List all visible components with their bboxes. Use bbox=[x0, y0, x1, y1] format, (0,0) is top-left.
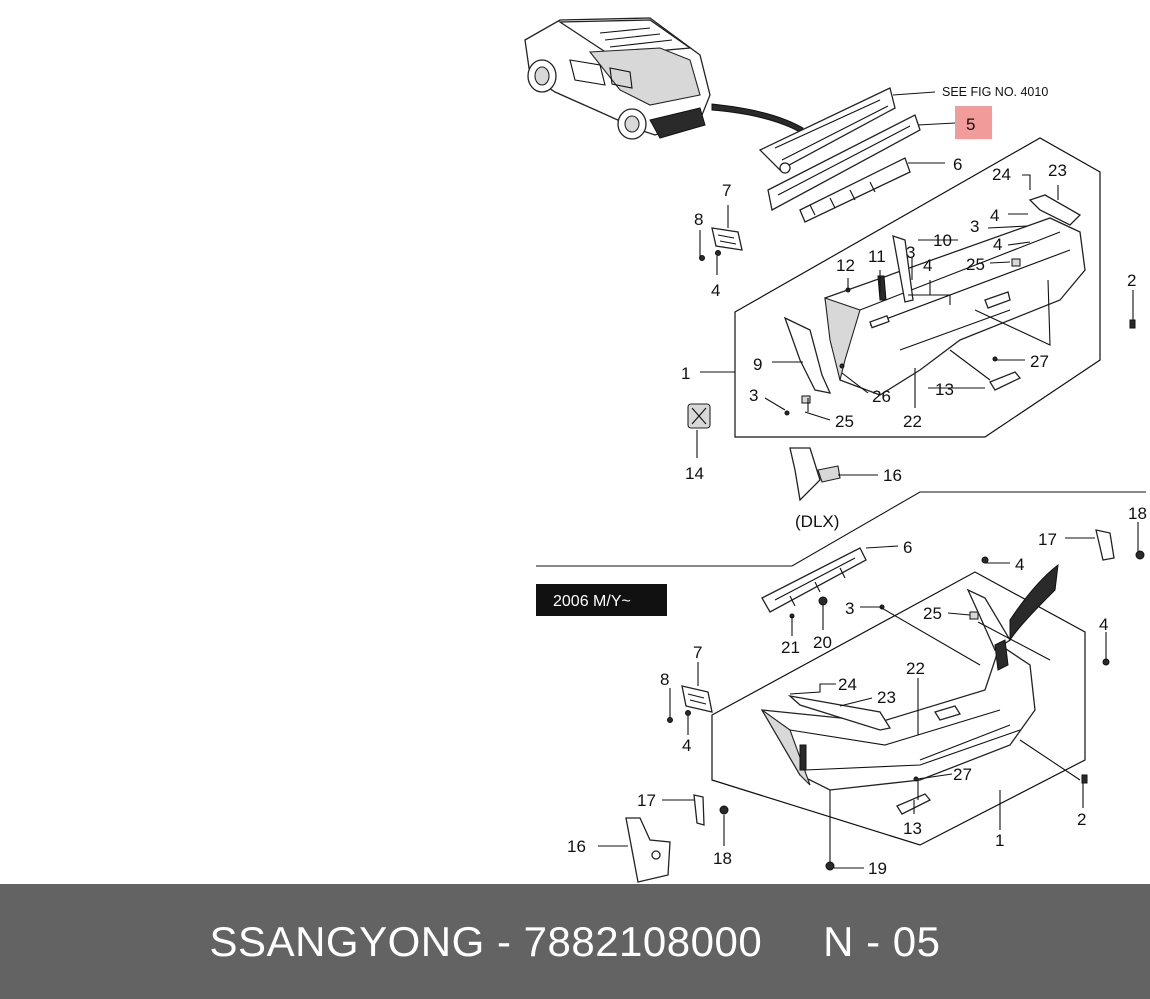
footer-page-code: N - 05 bbox=[823, 917, 941, 965]
callout: 25 bbox=[923, 604, 942, 623]
callout-highlight: 5 bbox=[966, 115, 975, 134]
callout: 1 bbox=[681, 364, 690, 383]
callout: 7 bbox=[693, 643, 702, 662]
callout: 6 bbox=[903, 538, 912, 557]
callout: 18 bbox=[713, 849, 732, 868]
callout: 10 bbox=[933, 231, 952, 250]
variant-label-2006: 2006 M/Y~ bbox=[553, 593, 631, 610]
variant-label-dlx: (DLX) bbox=[795, 512, 839, 531]
callout: 22 bbox=[903, 412, 922, 431]
callout: 17 bbox=[637, 791, 656, 810]
callout: 6 bbox=[953, 155, 962, 174]
callout: 4 bbox=[682, 736, 691, 755]
reflector-13 bbox=[989, 371, 1022, 391]
callout: 4 bbox=[1099, 615, 1108, 634]
callout: 27 bbox=[1030, 352, 1049, 371]
callout: 3 bbox=[749, 386, 758, 405]
footer-banner: SSANGYONG - 7882108000 N - 05 bbox=[0, 884, 1150, 999]
callout: 27 bbox=[953, 765, 972, 784]
callout: 24 bbox=[992, 165, 1011, 184]
callout: 1 bbox=[995, 831, 1004, 850]
footer-part-number: 7882108000 bbox=[523, 917, 763, 965]
callout: 4 bbox=[923, 256, 932, 275]
callout: 8 bbox=[660, 670, 669, 689]
callout: 4 bbox=[990, 206, 999, 225]
callout: 23 bbox=[1048, 161, 1067, 180]
callout: 17 bbox=[1038, 530, 1057, 549]
callout: 21 bbox=[781, 638, 800, 657]
side-guide-9 bbox=[783, 316, 832, 394]
callout: 13 bbox=[903, 819, 922, 838]
callout: 7 bbox=[722, 181, 731, 200]
mud-flap-16 bbox=[789, 447, 821, 502]
callout: 16 bbox=[567, 837, 586, 856]
callout: 4 bbox=[711, 281, 720, 300]
callout: 2 bbox=[1077, 810, 1086, 829]
parts-diagram: SEE FIG NO. 4010 5 6 bbox=[524, 17, 1147, 883]
assembly-frame-bottom bbox=[711, 571, 1086, 846]
callout: 22 bbox=[906, 659, 925, 678]
mud-flap-16-bottom bbox=[625, 817, 671, 883]
callout: 18 bbox=[1128, 504, 1147, 523]
see-fig-note: SEE FIG NO. 4010 bbox=[942, 85, 1048, 99]
assembly-frame-top bbox=[734, 137, 1101, 438]
vehicle-sketch bbox=[524, 17, 804, 140]
callout: 4 bbox=[1015, 555, 1024, 574]
callout: 9 bbox=[753, 355, 762, 374]
callout: 11 bbox=[868, 247, 886, 266]
highlight-box bbox=[955, 106, 992, 139]
callout: 16 bbox=[883, 466, 902, 485]
callout: 12 bbox=[836, 256, 855, 275]
callout: 4 bbox=[993, 235, 1002, 254]
bracket-7 bbox=[711, 227, 743, 251]
callout: 23 bbox=[877, 688, 896, 707]
callout: 14 bbox=[685, 464, 704, 483]
rear-bumper-cover-bottom bbox=[760, 563, 1059, 791]
callout: 13 bbox=[935, 380, 954, 399]
callout: 25 bbox=[966, 255, 985, 274]
rear-beam-assembly bbox=[758, 87, 921, 223]
footer-brand: SSANGYONG bbox=[209, 917, 485, 965]
variant-box-2006 bbox=[536, 584, 667, 616]
callout: 24 bbox=[838, 675, 857, 694]
callout: 3 bbox=[970, 217, 979, 236]
callout: 19 bbox=[868, 859, 887, 878]
callout: 26 bbox=[872, 387, 891, 406]
callout: 8 bbox=[694, 210, 703, 229]
callout: 3 bbox=[906, 243, 915, 262]
callout: 2 bbox=[1127, 271, 1136, 290]
callout: 25 bbox=[835, 412, 854, 431]
callout: 3 bbox=[845, 599, 854, 618]
callout: 20 bbox=[813, 633, 832, 652]
footer-separator: - bbox=[496, 917, 512, 965]
